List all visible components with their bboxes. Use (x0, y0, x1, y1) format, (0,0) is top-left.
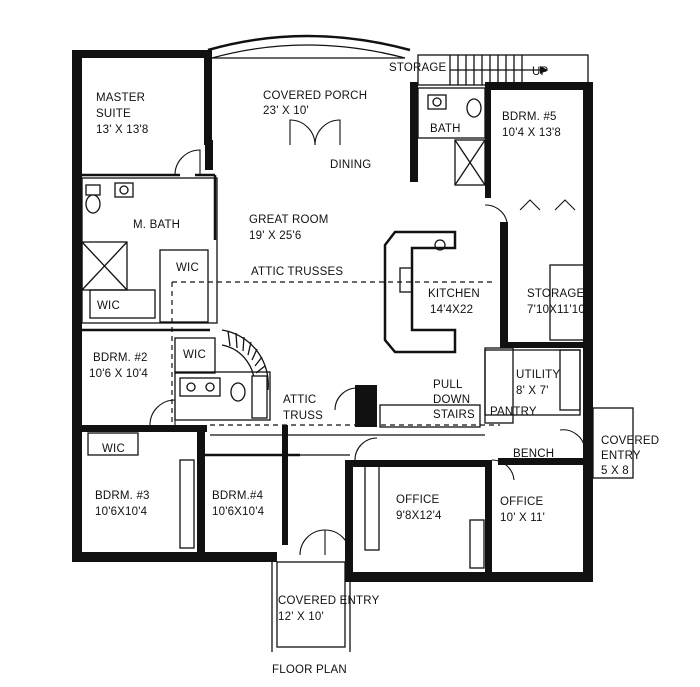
bench-label: BENCH (513, 448, 554, 460)
office1-label: OFFICE (396, 494, 439, 506)
kitchen-island (383, 230, 457, 354)
porch-roof-arc (207, 34, 411, 52)
doors (149, 119, 586, 556)
bathroom-fixtures (85, 94, 482, 419)
office2-label: OFFICE (500, 496, 543, 508)
master-suite-label-2: SUITE (96, 108, 131, 120)
bdrm5-label: BDRM. #5 (502, 111, 557, 123)
utility-label: UTILITY (516, 369, 560, 381)
wic-label-2: WIC (97, 300, 120, 312)
pull-down-label-3: STAIRS (433, 409, 475, 421)
dining-label: DINING (330, 159, 371, 171)
master-suite-label: MASTER (96, 92, 145, 104)
wic-label-3: WIC (183, 349, 206, 361)
attic-truss-label-2: TRUSS (283, 410, 323, 422)
covered-porch-dims: 23' X 10' (263, 105, 309, 117)
covered-entry-side-label-2: ENTRY (601, 450, 641, 462)
office2-dims: 10' X 11' (500, 512, 545, 524)
storage-top-label: STORAGE (389, 62, 447, 74)
office1-dims: 9'8X12'4 (396, 510, 442, 522)
bdrm3-dims: 10'6X10'4 (95, 506, 148, 518)
wic-label-1: WIC (176, 262, 199, 274)
covered-entry-front-dims: 12' X 10' (278, 611, 324, 623)
covered-entry-side-label-1: COVERED (601, 435, 659, 447)
bdrm2-dims: 10'6 X 10'4 (89, 368, 148, 380)
covered-entry-side-dims: 5 X 8 (601, 465, 629, 477)
pull-down-label-1: PULL (433, 379, 463, 391)
storage-dims: 7'10X11'10 (527, 304, 585, 316)
stairs (417, 54, 589, 86)
bdrm2-label: BDRM. #2 (93, 352, 148, 364)
covered-porch-label: COVERED PORCH (263, 90, 367, 102)
wic-label-4: WIC (102, 443, 125, 455)
pull-down-label-2: DOWN (433, 394, 470, 406)
m-bath-label: M. BATH (133, 219, 180, 231)
bdrm5-dims: 10'4 X 13'8 (502, 127, 561, 139)
room-labels: MASTER SUITE 13' X 13'8 COVERED PORCH 23… (89, 62, 659, 676)
bdrm3-label: BDRM. #3 (95, 490, 150, 502)
bdrm4-label: BDRM.#4 (212, 490, 264, 502)
attic-trusses-label: ATTIC TRUSSES (251, 266, 343, 278)
master-suite-dims: 13' X 13'8 (96, 124, 148, 136)
great-room-dims: 19' X 25'6 (249, 230, 301, 242)
pantry-label: PANTRY (490, 406, 537, 418)
interior-walls (81, 87, 634, 652)
great-room-label: GREAT ROOM (249, 214, 329, 226)
attic-truss-label-1: ATTIC (283, 394, 316, 406)
exterior-walls (72, 50, 593, 582)
bath-label: BATH (430, 123, 461, 135)
covered-entry-front-label: COVERED ENTRY (278, 595, 380, 607)
kitchen-dims: 14'4X22 (430, 304, 473, 316)
utility-dims: 8' X 7' (516, 385, 549, 397)
storage-label: STORAGE (527, 288, 585, 300)
floor-plan-title: FLOOR PLAN (272, 664, 347, 676)
bdrm4-dims: 10'6X10'4 (212, 506, 265, 518)
kitchen-label: KITCHEN (428, 288, 480, 300)
up-label: UP (532, 66, 549, 78)
